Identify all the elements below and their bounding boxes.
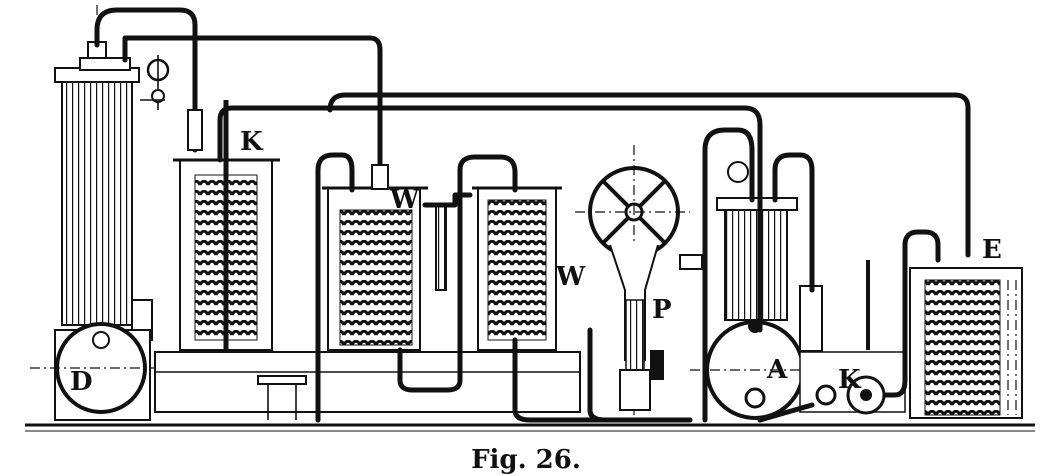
cooler-tank-w-right <box>472 186 562 351</box>
drum-d <box>30 322 160 421</box>
condenser-e <box>909 267 1023 419</box>
label-p: P <box>652 295 672 325</box>
label-e: E <box>982 235 1002 265</box>
label-a: A <box>766 355 788 385</box>
label-k-bottom: K <box>838 365 862 395</box>
pipework <box>94 7 971 423</box>
vessel-a <box>690 161 823 420</box>
cooler-tank-k <box>173 100 280 351</box>
thermometer <box>422 192 473 291</box>
base-platform <box>154 351 581 420</box>
gauges <box>140 55 703 270</box>
label-w-middle: W <box>389 185 420 215</box>
label-d: D <box>70 367 93 397</box>
small-pump-k <box>799 260 906 415</box>
figure-caption: Fig. 26. <box>471 445 581 475</box>
label-k-top: K <box>240 127 264 157</box>
tall-column <box>54 5 153 341</box>
flywheel-pump-p <box>575 145 690 420</box>
label-w-right: W <box>555 262 586 292</box>
ground-line <box>25 423 1035 432</box>
